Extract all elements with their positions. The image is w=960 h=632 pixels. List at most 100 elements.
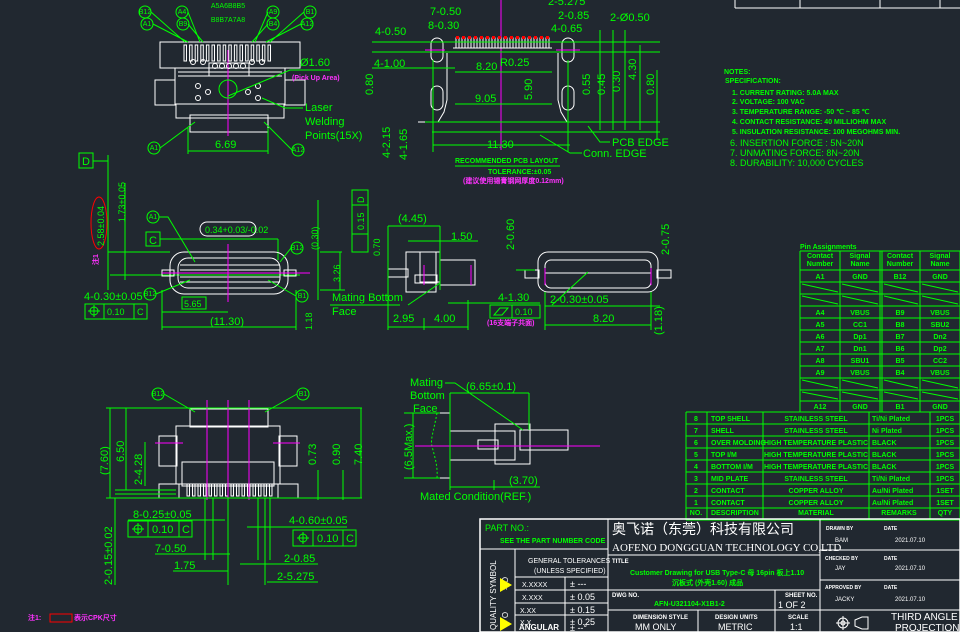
dim-565: 5.65 xyxy=(184,299,202,309)
bottom-pin xyxy=(241,483,245,497)
contact-pin xyxy=(239,44,243,62)
pin-callout-a12: A12 xyxy=(292,147,305,154)
pin-callout: B12 xyxy=(139,9,152,16)
mating-face-label: Face xyxy=(332,306,356,318)
bom-cell: STAINLESS STEEL xyxy=(784,416,848,423)
bom-cell: HIGH TEMPERATURE PLASTIC xyxy=(764,452,868,459)
third-angle-projection-icon xyxy=(836,616,869,630)
flatness-icon xyxy=(492,307,510,316)
bom-cell: HIGH TEMPERATURE PLASTIC xyxy=(764,464,868,471)
pin-cell: B8 xyxy=(896,322,905,329)
pin-callout-b12: B12 xyxy=(291,245,304,252)
tolerance-format: X.XXX xyxy=(522,595,543,602)
pcb-pad-mark xyxy=(516,36,519,39)
pcb-pad-mark xyxy=(540,36,543,39)
pin-callout: B8B7A7A8 xyxy=(211,17,245,24)
bottom-pin xyxy=(230,483,234,497)
pin-cell: SBU1 xyxy=(851,358,870,365)
stencil-note: (建议使用锡膏钢网厚度0.12mm) xyxy=(463,176,564,185)
pin-callout: A9 xyxy=(269,9,278,16)
spec-heading: SPECIFICATION: xyxy=(725,78,781,85)
bom-header-cell: NO. xyxy=(690,510,703,517)
pcb-pad-mark xyxy=(456,36,459,39)
approved-date-label: DATE xyxy=(884,585,898,591)
position-tolerance: 0.10 xyxy=(317,533,338,545)
header-cell: Signal xyxy=(849,253,870,260)
dim-073: 0.73 xyxy=(307,444,319,465)
welding-point xyxy=(255,95,261,101)
pin-cell: A12 xyxy=(814,404,827,411)
pin-callout: A5A6B8B5 xyxy=(211,3,245,10)
welding-point xyxy=(200,59,206,65)
dim-outer-pad: 2-5.275 xyxy=(548,0,585,8)
bottom-pin xyxy=(186,483,190,497)
pin-callout: B9 xyxy=(179,21,188,28)
dimension-style-label: DIMENSION STYLE xyxy=(633,615,688,621)
note-item: 6. INSERTION FORCE : 5N~20N xyxy=(730,138,864,148)
pcb-pad xyxy=(479,37,484,49)
cpk-mark-label: 注1 xyxy=(91,254,100,265)
quality-triangle-icon xyxy=(500,578,512,592)
bom-cell: 1PCS xyxy=(936,416,955,423)
bom-cell: 8 xyxy=(694,416,698,423)
bom-cell: 1PCS xyxy=(936,440,955,447)
mating-label: Mating xyxy=(410,377,443,389)
contact-pin xyxy=(222,44,227,62)
tolerance-subheading: (UNLESS SPECIFIED) xyxy=(534,568,606,575)
pcb-pad xyxy=(521,37,526,49)
bom-cell: 2 xyxy=(694,488,698,495)
pcb-pad-mark xyxy=(528,36,531,39)
blank-cell-slash xyxy=(883,391,919,400)
cpk-mark xyxy=(90,196,108,250)
scale-label: SCALE xyxy=(788,615,808,621)
pin-callouts: B12 A4 A5A6B8B5 A9 B1 A1 B9 B8B7A7A8 B4 … xyxy=(138,3,317,43)
bom-cell: MID PLATE xyxy=(711,476,749,483)
welding-points xyxy=(190,59,265,101)
title-label: TITLE xyxy=(612,559,629,565)
dim-outer-pad-width: 2-0.85 xyxy=(558,10,589,22)
pin-cell: GND xyxy=(932,274,948,281)
contact-pin xyxy=(267,44,271,62)
pin-cell: A5 xyxy=(816,322,825,329)
dwg-no-value: AFN-U321104-X1B1-2 xyxy=(654,601,725,608)
position-tolerance-frame: 0.10 C xyxy=(84,303,148,320)
note-item: 5. INSULATION RESISTANCE: 100 MEGOHMS MI… xyxy=(732,129,900,136)
contact-pins xyxy=(183,44,271,62)
pin-cell: CC2 xyxy=(933,358,947,365)
pcb-pad-mark xyxy=(510,36,513,39)
laser-welding-label: Welding xyxy=(305,116,345,128)
pcb-pads xyxy=(455,36,550,49)
contact-pin xyxy=(250,44,255,62)
bottom-pin xyxy=(192,483,196,497)
pcb-pad-mark xyxy=(504,36,507,39)
bom-cell: BLACK xyxy=(872,464,897,471)
blank-cell-slash xyxy=(921,379,959,389)
dim-vertical: 4-1.65 xyxy=(398,129,410,160)
bom-cell: 1PCS xyxy=(936,476,955,483)
drawing-title: 沉板式 (外壳1.60) 成品 xyxy=(672,578,743,587)
pin-cell: A6 xyxy=(816,334,825,341)
pin-cell: A7 xyxy=(816,346,825,353)
bottom-pin xyxy=(219,483,223,497)
pcb-pad xyxy=(515,37,520,49)
dwg-no-label: DWG NO. xyxy=(612,593,639,599)
flatness-frame xyxy=(351,189,369,253)
laser-welding-label: Points(15X) xyxy=(305,130,362,142)
contact-pin xyxy=(205,44,210,62)
dim-118: 1.18 xyxy=(304,312,314,330)
bottom-pin xyxy=(263,483,267,497)
tolerance-heading: GENERAL TOLERANCES xyxy=(528,558,611,565)
header-cell: Name xyxy=(930,261,949,268)
pcb-pad xyxy=(545,37,550,49)
bom-cell: OVER MOLDING xyxy=(711,440,766,447)
pin-cell: Dn1 xyxy=(853,346,866,353)
top-view: B12 A4 A5A6B8B5 A9 B1 A1 B9 B8B7A7A8 B4 … xyxy=(138,3,362,157)
dim-650: 6.50 xyxy=(115,441,127,462)
header-cell: Number xyxy=(887,261,914,268)
pin-cell: A4 xyxy=(816,310,825,317)
dim-173: 1.73±0.05 xyxy=(117,182,127,222)
tolerance-format-angular: ANGULAR xyxy=(519,623,559,632)
dim-1130: 11.30 xyxy=(487,139,514,151)
pin-cell: VBUS xyxy=(930,370,950,377)
